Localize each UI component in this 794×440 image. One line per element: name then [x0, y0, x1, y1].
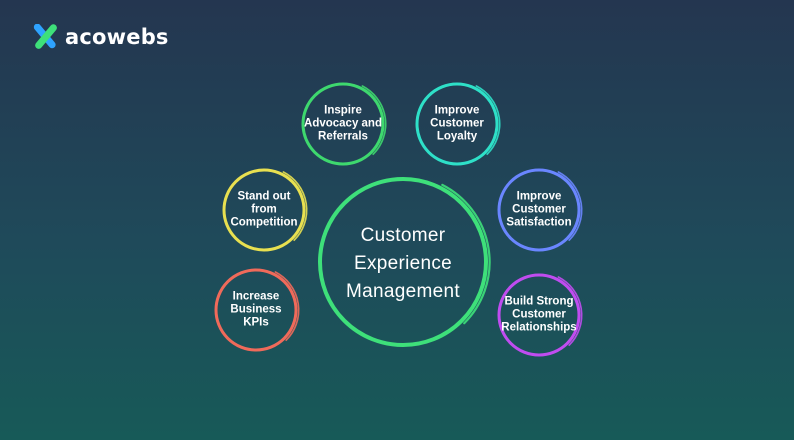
node-label-kpis-line: Increase — [232, 290, 280, 303]
node-label-kpis-line: Business — [230, 303, 282, 316]
node-circle-kpis — [214, 268, 300, 352]
brand-name: acowebs — [65, 25, 169, 49]
node-label-satisfaction-line: Satisfaction — [506, 216, 572, 229]
center-label-line: Customer — [360, 225, 446, 246]
node-label-satisfaction-line: Customer — [512, 203, 566, 216]
center-circle — [318, 177, 491, 347]
node-circle-competition — [222, 168, 308, 252]
node-label-relationships-line: Customer — [512, 308, 566, 321]
node-label-advocacy-line: Advocacy and — [304, 117, 382, 130]
node-label-relationships-line: Relationships — [501, 321, 577, 334]
node-label-loyalty-line: Improve — [434, 104, 480, 117]
node-label-advocacy-line: Inspire — [324, 104, 362, 117]
node-label-competition-line: from — [251, 203, 277, 216]
node-label-competition-line: Competition — [230, 216, 298, 229]
node-circle-loyalty — [415, 82, 501, 166]
center-label-line: Management — [346, 281, 460, 302]
acowebs-logo-icon — [33, 24, 57, 49]
brand-logo: acowebs — [33, 22, 169, 52]
node-label-loyalty-line: Customer — [430, 117, 484, 130]
node-label-competition-line: Stand out — [237, 190, 291, 203]
node-circle-satisfaction — [497, 168, 583, 252]
node-label-relationships-line: Build Strong — [504, 295, 574, 308]
node-circle-relationships — [497, 273, 583, 357]
node-label-kpis-line: KPIs — [243, 316, 269, 329]
node-label-satisfaction-line: Improve — [516, 190, 562, 203]
node-circle-advocacy — [301, 82, 387, 166]
node-label-advocacy-line: Referrals — [318, 130, 368, 143]
node-label-loyalty-line: Loyalty — [436, 130, 478, 143]
center-label-line: Experience — [353, 253, 453, 274]
